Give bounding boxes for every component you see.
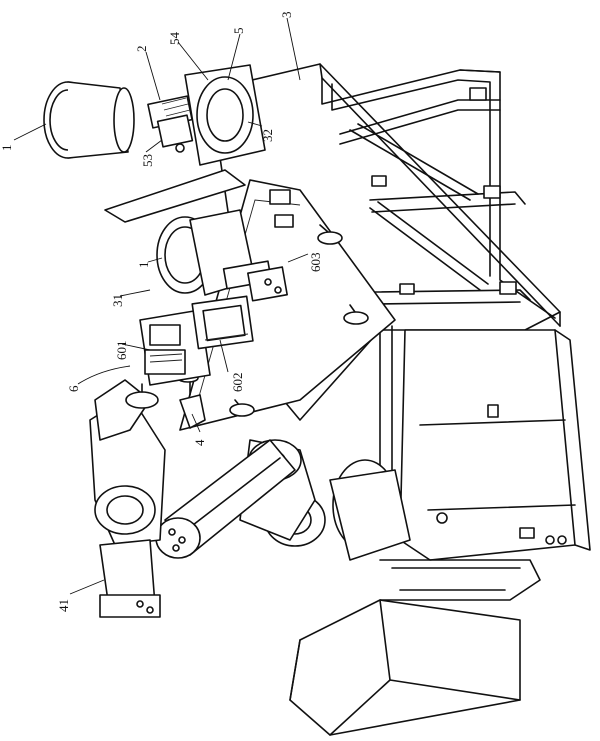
label-601: 601 bbox=[114, 341, 129, 361]
label-41: 41 bbox=[56, 599, 71, 612]
label-603: 603 bbox=[308, 253, 323, 273]
leader-lines bbox=[13, 17, 309, 595]
label-1-workpiece: 1 bbox=[0, 145, 14, 152]
label-4: 4 bbox=[192, 439, 207, 446]
label-1-station: 1 bbox=[136, 262, 151, 269]
label-32: 32 bbox=[260, 129, 275, 142]
label-3: 3 bbox=[279, 12, 294, 19]
label-31: 31 bbox=[110, 294, 125, 307]
label-602: 602 bbox=[230, 373, 245, 393]
reference-labels: 1 2 54 5 3 53 32 1 603 31 601 602 6 4 41 bbox=[0, 12, 323, 613]
label-5: 5 bbox=[231, 28, 246, 35]
label-53: 53 bbox=[140, 154, 155, 167]
control-cabinet bbox=[379, 329, 591, 601]
label-54: 54 bbox=[167, 32, 182, 46]
robot-arm bbox=[89, 379, 411, 618]
label-6: 6 bbox=[66, 385, 81, 392]
middle-station bbox=[156, 189, 294, 302]
label-2: 2 bbox=[134, 46, 149, 53]
lower-station bbox=[139, 295, 254, 386]
upper-station bbox=[104, 64, 266, 223]
workpiece-cylinder bbox=[43, 81, 135, 159]
base-box bbox=[289, 599, 521, 736]
